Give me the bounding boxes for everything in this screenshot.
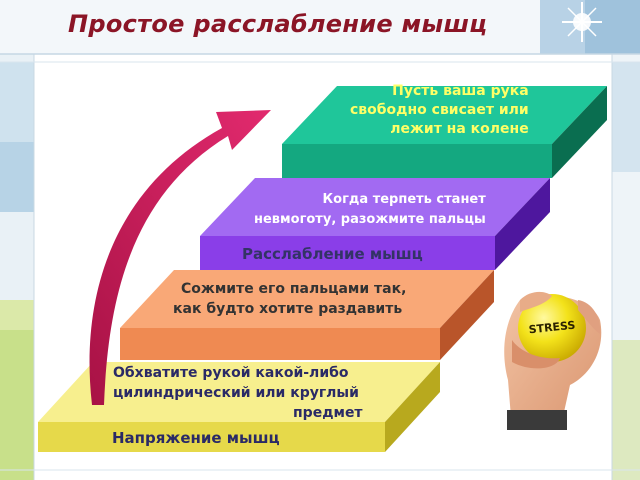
arm-instruction: Пусть ваша рука свободно свисает или леж… (350, 82, 529, 139)
grab-instruction: Обхватите рукой какой-либо цилиндрически… (113, 363, 363, 423)
step-arm-block (282, 86, 607, 178)
open-fingers-line: невмоготу, разожмите пальцы (254, 212, 486, 227)
arm-instruction-line: Пусть ваша рука (392, 83, 529, 99)
stress-ball-label: STRESS (528, 319, 576, 337)
relax-label: Расслабление мышц (242, 245, 423, 263)
squeeze-instruction: Сожмите его пальцами так, как будто хоти… (173, 279, 406, 319)
arm-instruction-line: свободно свисает или (350, 102, 529, 118)
squeeze-instruction-line: как будто хотите раздавить (173, 301, 403, 317)
decorative-right-bars (611, 0, 640, 480)
grab-instruction-line: предмет (293, 405, 363, 421)
sparkle-icon (562, 2, 602, 42)
open-fingers-instruction: Когда терпеть станет невмоготу, разожмит… (254, 190, 486, 230)
squeeze-instruction-line: Сожмите его пальцами так, (181, 281, 407, 297)
open-fingers-line: Когда терпеть станет (322, 192, 486, 207)
step-relax-block (200, 178, 550, 270)
hand-with-stress-ball-image (504, 291, 602, 430)
tension-label: Напряжение мышц (112, 429, 280, 447)
decorative-left-bars (0, 0, 35, 480)
step-squeeze-block (120, 270, 494, 360)
step-tension-block (38, 362, 440, 452)
upward-arrow-icon (89, 110, 271, 405)
grab-instruction-line: Обхватите рукой какой-либо (113, 365, 349, 381)
arm-instruction-line: лежит на колене (390, 121, 529, 137)
page-title: Простое расслабление мышц (68, 10, 488, 38)
grab-instruction-line: цилиндрический или круглый (113, 385, 359, 401)
stress-ball-text: STRESS (528, 319, 576, 337)
